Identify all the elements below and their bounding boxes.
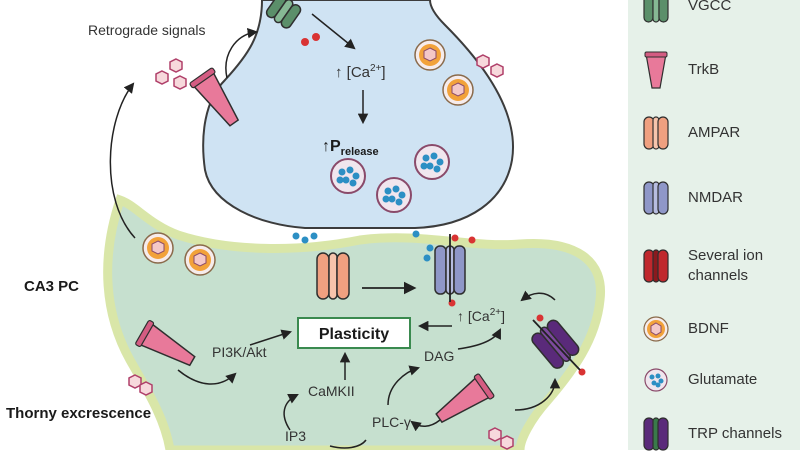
thorny-excrescence-label: Thorny excrescence	[6, 405, 151, 422]
bdnf-vesicle	[442, 74, 474, 106]
arrow	[311, 13, 356, 50]
ip3-label: IP3	[285, 428, 306, 444]
trp-icon	[643, 417, 669, 451]
arrow	[514, 377, 561, 411]
bdnf-icon	[643, 316, 669, 342]
legend-item-bdnf: BDNF	[628, 309, 800, 349]
calcium-ion	[312, 33, 320, 41]
camkii-label: CaMKII	[308, 383, 355, 399]
trkb-icon	[644, 51, 668, 89]
ampar-icon	[643, 116, 669, 150]
legend-item-ion-channels: Several ion channels	[628, 246, 800, 286]
arrow	[410, 419, 441, 432]
arrow	[283, 394, 299, 431]
trkb-receptor	[135, 320, 196, 367]
pi3k-akt-label: PI3K/Akt	[212, 344, 267, 360]
vgcc-icon	[643, 0, 669, 23]
arrow	[109, 82, 136, 239]
legend-label: NMDAR	[688, 189, 743, 206]
legend-item-trp: TRP channels	[628, 414, 800, 454]
arrow	[225, 27, 259, 79]
p-release-label: ↑Prelease	[322, 138, 379, 158]
legend-item-trkb: TrkB	[628, 50, 800, 90]
ion-channels-icon	[643, 249, 669, 283]
bdnf-vesicle	[414, 39, 446, 71]
arrow	[177, 369, 237, 385]
glutamate-vesicle	[330, 158, 366, 194]
nmdar-icon	[643, 181, 669, 215]
legend-label: AMPAR	[688, 124, 741, 141]
calcium-ion	[301, 38, 309, 46]
presynaptic-calcium-label: ↑ [Ca2+]	[335, 63, 386, 81]
synapse-diagram: ↑ [Ca2+] ↑Prelease	[6, 0, 606, 450]
plasticity-box	[297, 317, 411, 349]
arrow	[329, 439, 367, 449]
plc-gamma-label: PLC-γ	[372, 414, 411, 430]
glutamate-icon	[644, 368, 668, 392]
legend-item-ampar: AMPAR	[628, 113, 800, 153]
legend-label: TRP channels	[688, 425, 782, 442]
legend-item-glutamate: Glutamate	[628, 360, 800, 400]
nmdar-receptor	[434, 234, 466, 302]
trkb-receptor	[189, 67, 240, 127]
dag-label: DAG	[424, 348, 454, 364]
arrow	[532, 319, 581, 371]
legend-panel: VGCC TrkB AMPAR NMDAR Several ion channe…	[628, 0, 800, 451]
bdnf-molecules	[128, 54, 514, 450]
legend-label: TrkB	[688, 61, 720, 78]
trkb-receptor	[435, 373, 495, 424]
plasticity-label: Plasticity	[319, 326, 389, 343]
arrow	[387, 365, 421, 406]
calcium-ions	[448, 234, 586, 376]
arrow	[457, 328, 501, 350]
bdnf-vesicle	[184, 244, 216, 276]
glutamate-molecules	[292, 230, 434, 262]
legend-label: BDNF	[688, 320, 729, 337]
legend-item-nmdar: NMDAR	[628, 178, 800, 218]
legend-label: VGCC	[688, 0, 732, 14]
glutamate-vesicle	[414, 144, 450, 180]
vgcc-channel	[265, 0, 302, 29]
bdnf-vesicle	[142, 232, 174, 264]
glutamate-vesicle	[376, 177, 412, 213]
legend-item-vgcc: VGCC	[628, 0, 800, 26]
postsynaptic-calcium-label: ↑ [Ca2+]	[457, 307, 505, 324]
legend-label: Glutamate	[688, 371, 758, 388]
ca3-pc-label: CA3 PC	[24, 278, 79, 295]
retrograde-signals-label: Retrograde signals	[88, 22, 206, 38]
ampar-receptor	[316, 252, 350, 300]
arrow	[249, 329, 292, 346]
arrow	[520, 290, 556, 302]
legend-label: Several ion channels	[688, 247, 764, 284]
